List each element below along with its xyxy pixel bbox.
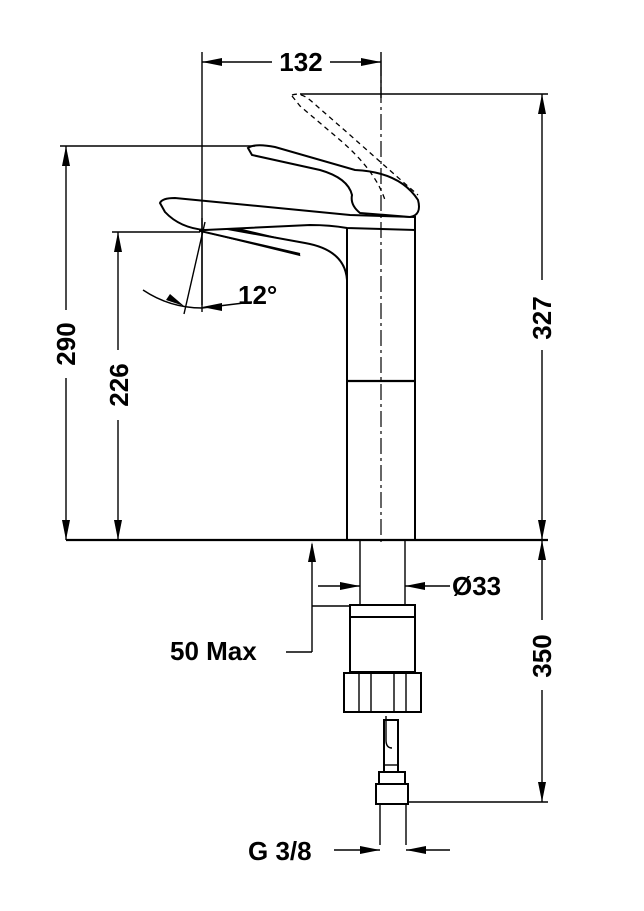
dim-outlet-height — [112, 231, 200, 540]
dim-body-diameter — [318, 582, 450, 590]
faucet-outline — [158, 93, 420, 541]
dim-spout-angle-label: 12° — [238, 280, 277, 310]
dim-spout-angle — [142, 218, 253, 315]
dim-connection-thread-label: G 3/8 — [248, 836, 312, 866]
shank — [343, 540, 422, 845]
dim-lever-height — [60, 145, 255, 540]
dim-hose-length-label: 350 — [527, 634, 557, 677]
dim-outlet-height-label: 226 — [104, 363, 134, 406]
dim-body-diameter-label: Ø33 — [452, 571, 501, 601]
dim-total-height-label: 327 — [527, 296, 557, 339]
dim-connection-thread — [334, 846, 450, 854]
dim-deck-thickness — [286, 542, 350, 653]
dim-spout-offset-label: 132 — [279, 47, 322, 77]
dim-hose-length — [408, 540, 548, 803]
dim-lever-height-label: 290 — [51, 322, 81, 365]
dim-deck-thickness-label: 50 Max — [170, 636, 257, 666]
dim-total-height — [300, 93, 548, 540]
